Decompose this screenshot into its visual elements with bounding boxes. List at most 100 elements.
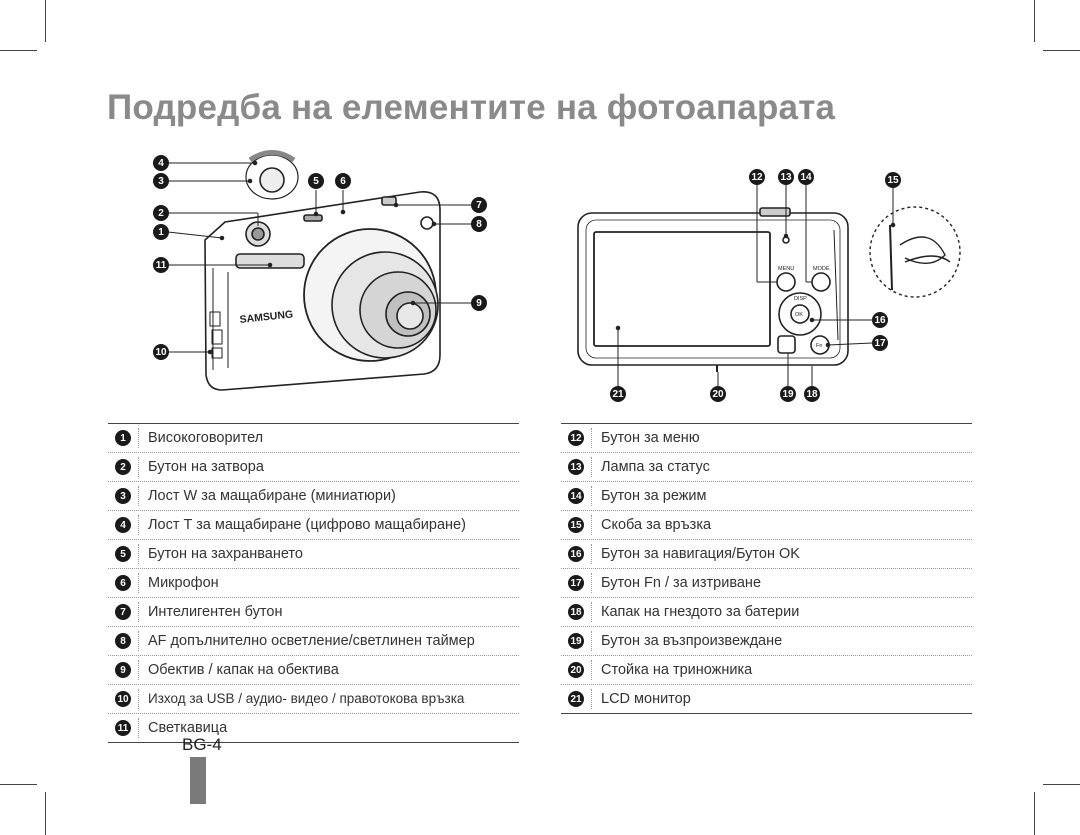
fn-label: Fn	[816, 343, 822, 349]
legend-number: 16	[568, 546, 584, 562]
legend-number: 18	[568, 604, 584, 620]
legend-number: 4	[115, 517, 131, 533]
legend-number: 7	[115, 604, 131, 620]
legend-number: 13	[568, 459, 584, 475]
legend-text: Бутон на затвора	[148, 459, 264, 475]
callout-12: 12	[749, 169, 765, 185]
ok-label: OK	[795, 312, 803, 318]
camera-front-illustration: SAMSUNG	[204, 150, 441, 391]
legend-row: 6 Микрофон	[108, 569, 519, 598]
callout-19: 19	[780, 386, 796, 402]
legend-number: 8	[115, 633, 131, 649]
crop-mark	[1043, 784, 1080, 785]
legend-number: 1	[115, 430, 131, 446]
legend-text: Светкавица	[148, 720, 228, 736]
legend-row: 3 Лост W за мащабиране (миниатюри)	[108, 482, 519, 511]
callout-11: 11	[153, 257, 169, 273]
legend-number: 17	[568, 575, 584, 591]
callout-7: 7	[471, 197, 487, 213]
callout-6: 6	[335, 173, 351, 189]
legend-text: Бутон на захранването	[148, 546, 303, 562]
crop-mark	[45, 792, 46, 835]
callout-13: 13	[778, 169, 794, 185]
legend-text: Микрофон	[148, 575, 219, 591]
legend-row: 9 Обектив / капак на обектива	[108, 656, 519, 685]
callout-8: 8	[471, 216, 487, 232]
camera-brand-logo: SAMSUNG	[239, 308, 294, 326]
legend-row: 2 Бутон на затвора	[108, 453, 519, 482]
legend-row: 21 LCD монитор	[561, 685, 972, 714]
callout-3: 3	[153, 173, 169, 189]
legend-row: 17 Бутон Fn / за изтриване	[561, 569, 972, 598]
crop-mark	[1034, 792, 1035, 835]
callout-2: 2	[153, 205, 169, 221]
section-tab-marker	[190, 757, 206, 804]
legend-text: Лост T за мащабиране (цифрово мащабиране…	[148, 517, 466, 533]
legend-text: Бутон за навигация/Бутон OK	[601, 546, 800, 562]
legend-row: 19 Бутон за възпроизвеждане	[561, 627, 972, 656]
callout-14: 14	[798, 169, 814, 185]
crop-mark	[45, 0, 46, 42]
legend-row: 15 Скоба за връзка	[561, 511, 972, 540]
legend-number: 15	[568, 517, 584, 533]
legend-row: 7 Интелигентен бутон	[108, 598, 519, 627]
callout-5: 5	[308, 173, 324, 189]
disp-label: DISP	[794, 296, 807, 302]
legend-number: 14	[568, 488, 584, 504]
callout-17: 17	[872, 335, 888, 351]
legend-number: 3	[115, 488, 131, 504]
callout-1: 1	[153, 224, 169, 240]
legend-number: 12	[568, 430, 584, 446]
legend-text: Обектив / капак на обектива	[148, 662, 339, 678]
legend-number: 2	[115, 459, 131, 475]
legend-number: 19	[568, 633, 584, 649]
page-title: Подредба на елементите на фотоапарата	[107, 88, 836, 127]
callout-21: 21	[610, 386, 626, 402]
callout-20: 20	[710, 386, 726, 402]
crop-mark	[1043, 50, 1080, 51]
legend-text: Бутон за меню	[601, 430, 700, 446]
front-leader-lines	[167, 160, 471, 355]
callout-9: 9	[471, 295, 487, 311]
legend-text: Капак на гнездото за батерии	[601, 604, 800, 620]
mode-label: MODE	[813, 266, 830, 272]
strap-detail	[869, 206, 961, 298]
legend-number: 6	[115, 575, 131, 591]
page-number: BG-4	[182, 735, 222, 754]
legend-row: 5 Бутон на захранването	[108, 540, 519, 569]
legend-text: Изход за USB / аудио- видео / правотоков…	[148, 691, 465, 706]
callout-18: 18	[804, 386, 820, 402]
camera-diagram: SAMSUNG MENU MODE DISP OK Fn	[167, 150, 961, 391]
legend-text: Бутон за режим	[601, 488, 707, 504]
legend-text: Стойка на триножника	[601, 662, 753, 678]
legend-text: Интелигентен бутон	[148, 604, 283, 620]
callout-10: 10	[153, 344, 169, 360]
legend-text: Бутон за възпроизвеждане	[601, 633, 783, 649]
callout-16: 16	[872, 312, 888, 328]
crop-mark	[1034, 0, 1035, 42]
legend-text: LCD монитор	[601, 691, 691, 707]
legend-text: Скоба за връзка	[601, 517, 712, 533]
legend-row: 1 Високоговорител	[108, 424, 519, 453]
camera-back-illustration	[577, 207, 849, 372]
legend-number: 11	[115, 720, 131, 736]
legend-row: 11 Светкавица	[108, 714, 519, 743]
callout-4: 4	[153, 155, 169, 171]
legend-number: 5	[115, 546, 131, 562]
menu-label: MENU	[778, 266, 794, 272]
back-leader-lines	[615, 185, 896, 386]
legend-text: Лост W за мащабиране (миниатюри)	[148, 488, 396, 504]
legend-text: Лампа за статус	[601, 459, 710, 475]
legend-row: 12 Бутон за меню	[561, 424, 972, 453]
legend-number: 9	[115, 662, 131, 678]
legend-text: Бутон Fn / за изтриване	[601, 575, 762, 591]
callout-15: 15	[885, 172, 901, 188]
legend-text: Високоговорител	[148, 430, 264, 446]
crop-mark	[0, 784, 37, 785]
legend-number: 21	[568, 691, 584, 707]
